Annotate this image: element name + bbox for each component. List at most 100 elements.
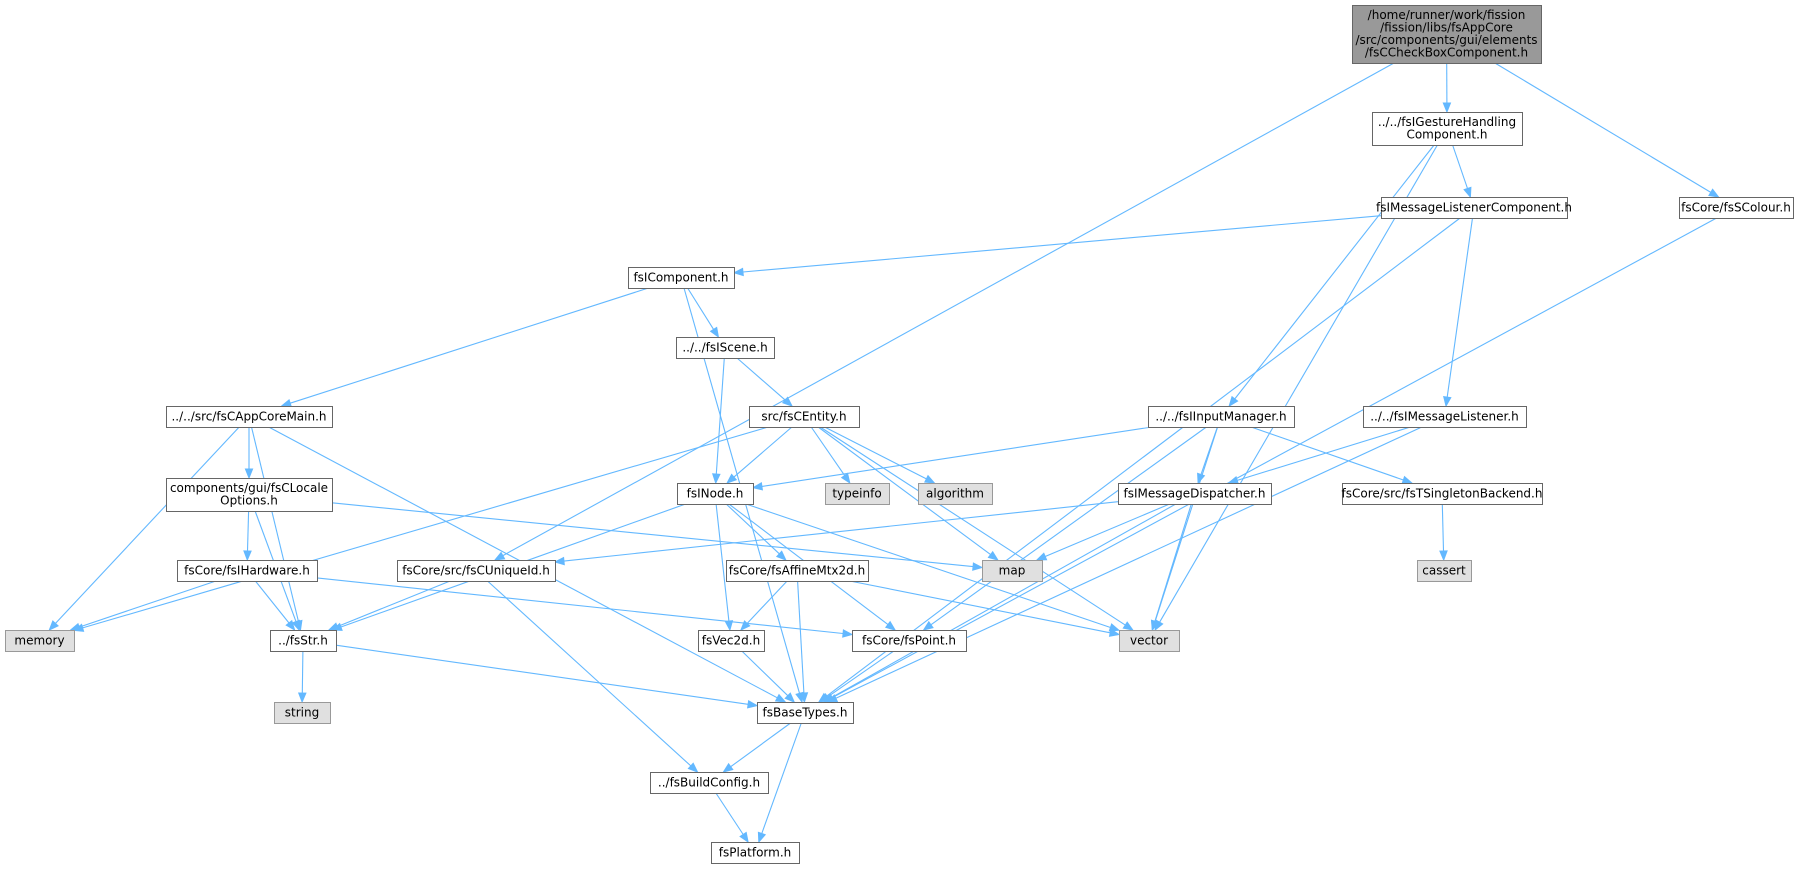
node-label-line: cassert — [1422, 563, 1466, 577]
dependency-edge-inode-to-affine — [725, 503, 787, 561]
dependency-edge-affine-to-basetypes — [797, 580, 809, 704]
node-label-line: algorithm — [926, 486, 984, 500]
file-node-affine[interactable]: fsCore/fsAffineMtx2d.h — [726, 560, 869, 582]
edge-line — [502, 62, 1395, 557]
edge-line — [715, 792, 744, 835]
edge-arrowhead — [327, 622, 340, 631]
edge-arrowhead — [1443, 396, 1452, 408]
edge-line — [1237, 426, 1411, 481]
file-node-memory: memory — [5, 630, 75, 652]
edge-line — [1159, 144, 1438, 623]
edge-arrowhead — [709, 326, 720, 339]
edge-arrowhead — [280, 398, 293, 408]
edge-arrowhead — [1227, 476, 1240, 485]
node-box — [757, 702, 854, 724]
node-box — [177, 560, 318, 582]
edge-arrowhead — [775, 550, 787, 561]
file-node-root[interactable]: /home/runner/work/fission/fission/libs/f… — [1352, 5, 1542, 64]
edge-line — [741, 650, 789, 697]
node-label-line: ../../fsIMessageListener.h — [1370, 409, 1519, 423]
edge-arrowhead — [285, 619, 296, 632]
edge-line — [335, 644, 749, 705]
file-node-platform[interactable]: fsPlatform.h — [711, 842, 800, 864]
node-box — [982, 560, 1043, 582]
edge-arrowhead — [711, 473, 721, 485]
edge-arrowhead — [687, 762, 699, 773]
dependency-edge-singleton-to-cassert — [1439, 503, 1448, 562]
file-node-basetypes[interactable]: fsBaseTypes.h — [757, 702, 854, 724]
edge-line — [331, 502, 974, 568]
edge-arrowhead — [757, 831, 767, 844]
dependency-edge-gesture-to-msglistcomp — [1452, 144, 1472, 199]
node-label-line: fsPlatform.h — [719, 845, 792, 859]
edge-arrowhead — [48, 620, 59, 631]
edge-line — [849, 580, 1111, 634]
file-node-icomponent[interactable]: fsIComponent.h — [628, 267, 735, 289]
file-node-iscene[interactable]: ../../fsIScene.h — [676, 337, 775, 359]
edge-line — [1154, 503, 1192, 622]
file-node-msgdispatch[interactable]: fsIMessageDispatcher.h — [1118, 483, 1272, 505]
edge-line — [831, 503, 1177, 699]
dependency-edge-msgdispatch-to-vector — [1150, 503, 1192, 632]
file-node-buildconfig[interactable]: ../fsBuildConfig.h — [650, 772, 769, 794]
dependency-edge-inputmgr-to-singleton — [1250, 426, 1414, 484]
edge-arrowhead — [297, 692, 307, 704]
file-node-vector: vector — [1119, 630, 1180, 652]
node-label-line: ../../src/fsCAppCoreMain.h — [171, 409, 326, 423]
dependency-edge-root-to-scolour — [1494, 62, 1720, 198]
file-node-msglistcomp[interactable]: fsIMessageListenerComponent.h — [1376, 197, 1572, 219]
dependency-edge-hardware-to-memory — [69, 580, 217, 632]
edge-arrowhead — [493, 551, 506, 561]
file-node-appcoremain[interactable]: ../../src/fsCAppCoreMain.h — [166, 406, 333, 428]
file-node-fsstr[interactable]: ../fsStr.h — [270, 630, 337, 652]
file-node-singleton[interactable]: fsCore/src/fsTSingletonBackend.h — [1342, 483, 1543, 505]
dependency-edge-hardware-to-point — [316, 577, 854, 638]
edge-line — [1441, 503, 1445, 552]
edge-arrowhead — [726, 473, 738, 484]
file-node-msglistener[interactable]: ../../fsIMessageListener.h — [1363, 406, 1527, 428]
edge-line — [930, 426, 1207, 626]
file-node-vec2d[interactable]: fsVec2d.h — [698, 630, 765, 652]
edge-arrowhead — [751, 481, 763, 491]
file-node-scolour[interactable]: fsCore/fsSColour.h — [1679, 197, 1794, 219]
node-label-line: fsBaseTypes.h — [763, 705, 848, 719]
file-node-centity[interactable]: src/fsCEntity.h — [749, 406, 860, 428]
edge-line — [810, 426, 846, 476]
dependency-edge-centity-to-inode — [726, 426, 793, 484]
file-node-inode[interactable]: fsINode.h — [677, 483, 754, 505]
edge-line — [742, 215, 1382, 273]
dependency-edge-fsstr-to-string — [297, 650, 307, 704]
file-node-hardware[interactable]: fsCore/fsIHardware.h — [177, 560, 318, 582]
dependency-edge-fsstr-to-basetypes — [335, 644, 759, 709]
node-label-line: fsCore/src/fsCUniqueId.h — [402, 563, 550, 577]
edge-line — [761, 426, 1153, 487]
dependency-edge-affine-to-vec2d — [739, 580, 788, 631]
edge-line — [832, 217, 1717, 699]
dependency-edge-basetypes-to-buildconfig — [722, 722, 791, 773]
file-node-point[interactable]: fsCore/fsPoint.h — [852, 630, 967, 652]
edge-arrowhead — [244, 468, 254, 480]
node-box — [825, 483, 890, 505]
file-node-uniqueid[interactable]: fsCore/src/fsCUniqueId.h — [397, 560, 556, 582]
edge-arrowhead — [781, 396, 794, 407]
dependency-edge-centity-to-typeinfo — [810, 426, 851, 485]
node-label-line: ../../fsIScene.h — [682, 340, 767, 354]
dependency-edge-locale-to-hardware — [243, 510, 252, 562]
edge-line — [827, 650, 895, 698]
node-label-line: ../fsBuildConfig.h — [658, 775, 760, 789]
edge-arrowhead — [972, 562, 984, 571]
node-label-line: fsIMessageDispatcher.h — [1124, 486, 1266, 500]
edge-line — [301, 650, 304, 694]
node-box — [1381, 197, 1568, 219]
dependency-edge-icomponent-to-iscene — [687, 287, 720, 339]
node-box — [397, 560, 556, 582]
edge-line — [761, 722, 802, 834]
edge-arrowhead — [922, 620, 934, 631]
dependency-edge-locale-to-map — [331, 502, 984, 571]
node-label-line: fsCore/fsSColour.h — [1681, 200, 1791, 214]
node-label-line: fsCore/fsAffineMtx2d.h — [729, 563, 865, 577]
file-node-inputmgr[interactable]: ../../fsIInputManager.h — [1148, 406, 1295, 428]
node-box — [628, 267, 735, 289]
